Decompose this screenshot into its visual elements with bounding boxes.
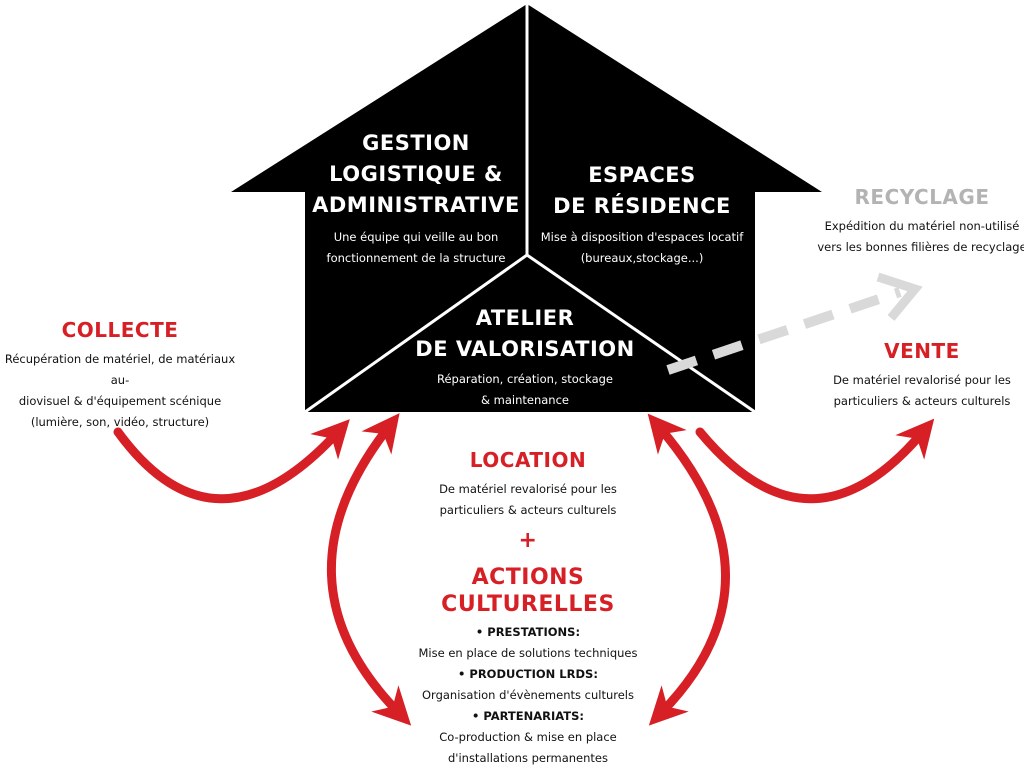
espaces-title: ESPACES DE RÉSIDENCE xyxy=(553,163,731,218)
actions-list: • PRESTATIONS: Mise en place de solution… xyxy=(390,622,666,769)
actions-item-label: • PRESTATIONS: xyxy=(475,625,581,639)
recycling-arrowhead xyxy=(876,272,923,321)
gestion-description: Une équipe qui veille au bon fonctionnem… xyxy=(326,230,506,265)
atelier-title: ATELIER DE VALORISATION xyxy=(415,306,635,361)
actions-item-label: • PARTENARIATS: xyxy=(471,709,585,723)
location-description: De matériel revalorisé pour les particul… xyxy=(439,482,617,517)
atelier-description: Réparation, création, stockage & mainten… xyxy=(436,372,613,407)
left-double-arrow xyxy=(326,413,412,726)
house-divider-left xyxy=(304,253,528,414)
vente-arrow xyxy=(695,418,935,504)
collecte-title: COLLECTE xyxy=(61,318,179,342)
right-double-arrow xyxy=(647,413,730,726)
actions-title: ACTIONS CULTURELLES xyxy=(441,565,615,617)
actions-item-label: • PRODUCTION LRDS: xyxy=(458,667,598,681)
actions-item-description: Organisation d'évènements culturels xyxy=(422,688,634,702)
recyclage-title: RECYCLAGE xyxy=(854,185,990,209)
actions-item-description: Mise en place de solutions techniques xyxy=(418,646,638,660)
collecte-description: Récupération de matériel, de matériaux a… xyxy=(4,352,236,429)
recycling-dashed-arrow xyxy=(666,287,902,375)
gestion-title: GESTION LOGISTIQUE & ADMINISTRATIVE xyxy=(312,131,520,217)
vente-description: De matériel revalorisé pour les particul… xyxy=(833,373,1011,408)
recyclage-description: Expédition du matériel non-utilisé vers … xyxy=(817,219,1024,254)
plus-sign: + xyxy=(518,528,538,553)
house-divider-right xyxy=(526,253,756,414)
espaces-description: Mise à disposition d'espaces locatif (bu… xyxy=(540,230,744,265)
actions-item-description: Co-production & mise en place d'installa… xyxy=(439,730,617,765)
location-title: LOCATION xyxy=(469,448,587,472)
collecte-arrow xyxy=(113,419,350,504)
vente-title: VENTE xyxy=(884,339,960,363)
